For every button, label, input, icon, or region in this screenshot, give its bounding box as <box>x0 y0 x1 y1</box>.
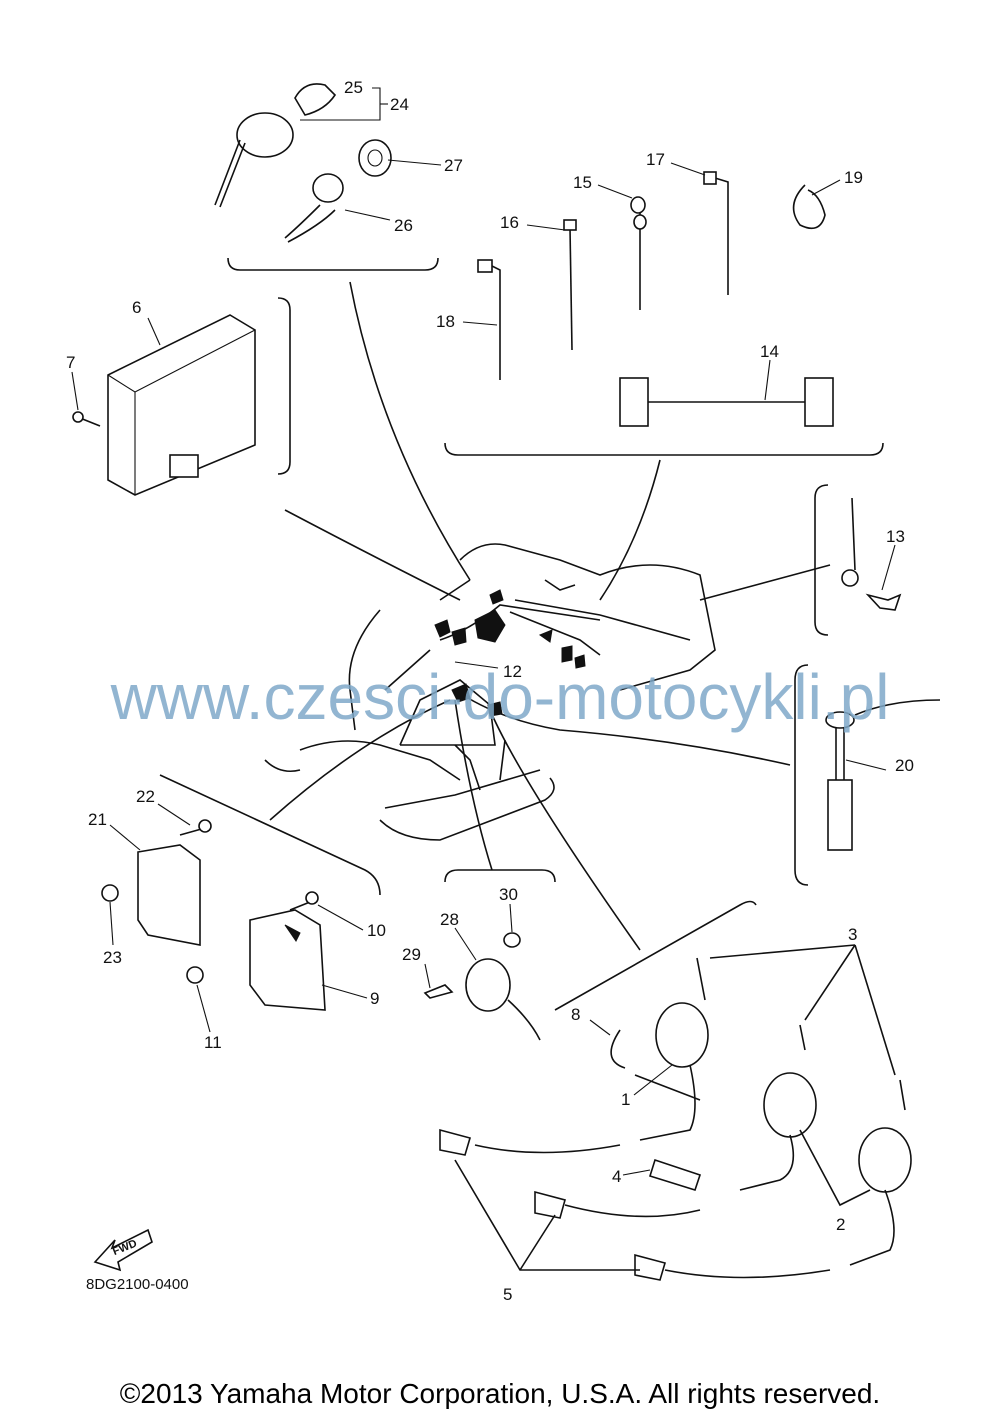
coil-2b <box>858 1127 912 1193</box>
clamp-8 <box>610 1029 626 1069</box>
callouts: 1 2 3 4 5 6 7 8 9 10 11 12 13 14 15 16 1… <box>66 78 914 1304</box>
callout-12: 12 <box>503 662 522 681</box>
main-switch-key <box>294 83 337 116</box>
callout-15: 15 <box>573 173 592 192</box>
bolt-22 <box>198 819 212 833</box>
switch-cap <box>312 173 344 203</box>
screw-29 <box>423 984 454 999</box>
throttle-sensor-group <box>423 869 556 1041</box>
connector-main <box>474 609 506 643</box>
watermark-text: www.czesci-do-motocykli.pl <box>110 661 890 733</box>
callout-10: 10 <box>367 921 386 940</box>
screw-7 <box>72 411 84 423</box>
nut-30 <box>503 932 521 948</box>
callout-17: 17 <box>646 150 665 169</box>
snowmobile-frame <box>264 543 716 841</box>
leader-lines <box>71 87 896 1176</box>
harness-clamp-group <box>444 171 884 456</box>
sensor-group <box>794 664 941 886</box>
ground-lead-ring <box>841 569 859 587</box>
callout-30: 30 <box>499 885 518 904</box>
fwd-arrow: FWD <box>93 1228 153 1272</box>
cable-tie-18 <box>477 259 493 273</box>
callout-24: 24 <box>390 95 409 114</box>
callout-11: 11 <box>204 1033 222 1052</box>
callout-7: 7 <box>66 353 75 372</box>
callout-18: 18 <box>436 312 455 331</box>
callout-22: 22 <box>136 787 155 806</box>
bolt-10 <box>305 891 319 905</box>
cdi-connector <box>169 454 199 478</box>
callout-29: 29 <box>402 945 421 964</box>
band-14-right <box>804 377 834 427</box>
sensor-body <box>827 779 853 851</box>
callout-5: 5 <box>503 1285 512 1304</box>
cable-tie-17 <box>703 171 717 185</box>
callout-3: 3 <box>848 925 857 944</box>
damper-4 <box>648 1158 702 1191</box>
coil-2a <box>763 1072 817 1138</box>
rectifier-9 <box>249 909 326 1011</box>
callout-13: 13 <box>886 527 905 546</box>
callout-20: 20 <box>895 756 914 775</box>
sensor-28 <box>465 958 511 1012</box>
ignition-coil-group <box>439 900 912 1281</box>
callout-28: 28 <box>440 910 459 929</box>
rectifier-group <box>101 774 381 1011</box>
callout-23: 23 <box>103 948 122 967</box>
callout-26: 26 <box>394 216 413 235</box>
clip-15 <box>630 196 646 214</box>
callout-14: 14 <box>760 342 779 361</box>
callout-19: 19 <box>844 168 863 187</box>
callout-4: 4 <box>612 1167 621 1186</box>
callout-2: 2 <box>836 1215 845 1234</box>
regulator-21 <box>137 844 201 946</box>
nut-11 <box>186 966 204 984</box>
copyright-notice: ©2013 Yamaha Motor Corporation, U.S.A. A… <box>119 1378 881 1409</box>
clamp-19 <box>792 184 826 230</box>
plug-cap-5a <box>439 1128 471 1156</box>
callout-1: 1 <box>621 1090 630 1109</box>
diagram-code: 8DG2100-0400 <box>86 1276 189 1293</box>
ground-lead-group <box>814 484 902 636</box>
plug-cap-5c <box>634 1253 666 1281</box>
fwd-arrow-icon <box>93 1228 153 1272</box>
callout-16: 16 <box>500 213 519 232</box>
callout-27: 27 <box>444 156 463 175</box>
wire-harness <box>269 281 831 951</box>
main-switch-part <box>236 112 294 158</box>
sensor-20 <box>825 711 855 729</box>
cable-tie-16 <box>563 219 577 231</box>
callout-6: 6 <box>132 298 141 317</box>
cdi-unit-group <box>72 297 291 496</box>
main-switch-nut <box>358 139 392 177</box>
callout-21: 21 <box>88 810 107 829</box>
plug-cap-5b <box>534 1190 566 1219</box>
nut-23 <box>101 884 119 902</box>
main-switch-group <box>214 83 439 271</box>
cdi-unit <box>107 314 256 496</box>
band-14-left <box>619 377 649 427</box>
callout-25: 25 <box>344 78 363 97</box>
coil-1 <box>655 1002 709 1068</box>
callout-8: 8 <box>571 1005 580 1024</box>
callout-9: 9 <box>370 989 379 1008</box>
bolt-13 <box>865 593 902 611</box>
